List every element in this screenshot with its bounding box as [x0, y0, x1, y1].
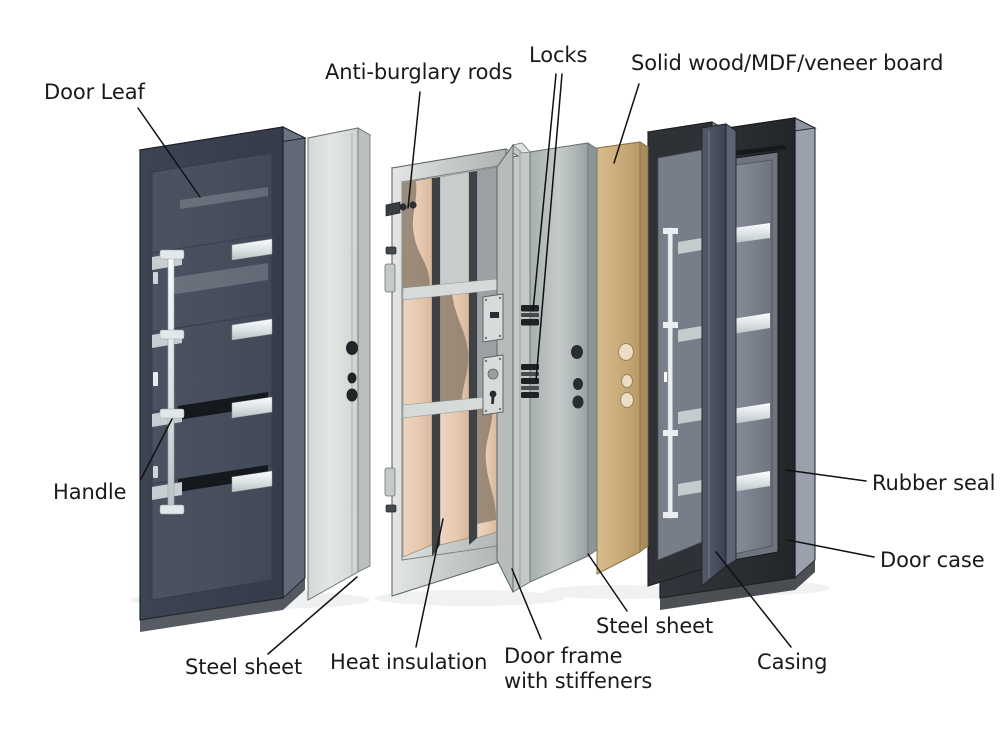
leader-door-frame: [511, 568, 542, 640]
label-door-case: Door case: [880, 548, 985, 572]
door-leaf-dark-inlays: [178, 392, 268, 492]
steel-sheet-left-bores: [346, 341, 358, 402]
steel-sheet-left-face: [307, 127, 359, 601]
frame-latch-stile: [496, 143, 514, 593]
veneer-right-edge: [639, 141, 649, 553]
leader-handle: [140, 418, 173, 480]
inner-leaf-inner-panel: [657, 149, 703, 561]
label-heat-insulation: Heat insulation: [330, 650, 488, 674]
label-solid-wood-mdf-veneer-board: Solid wood/MDF/veneer board: [631, 51, 944, 75]
door-leaf-side: [282, 126, 306, 600]
label-handle: Handle: [53, 480, 127, 504]
label-casing: Casing: [757, 650, 828, 674]
leader-heat-insulation: [415, 518, 444, 648]
casing-side: [725, 123, 737, 567]
handle-bar[interactable]: [159, 249, 185, 515]
label-door-frame-with-stiffeners: Door frame with stiffeners: [504, 644, 653, 693]
steel-sheet-mid-assembly[interactable]: [528, 142, 599, 583]
casing-assembly[interactable]: [700, 123, 738, 588]
steel-sheet-left-assembly[interactable]: [306, 127, 372, 601]
steel-sheet-mid-edge: [587, 142, 598, 557]
door-frame-stiffeners-assembly[interactable]: [384, 143, 520, 597]
door-leaf-edge-hardware: [153, 272, 158, 478]
stiffener-ribs: [402, 171, 498, 557]
lock-body-upper[interactable]: [482, 293, 504, 343]
door-leaf-assembly[interactable]: [138, 126, 307, 632]
leader-steel-sheet-left: [267, 576, 358, 655]
inner-leaf-handle: [663, 227, 678, 519]
label-rubber-seal: Rubber seal: [872, 471, 996, 495]
label-locks: Locks: [529, 43, 588, 67]
casing-face: [701, 123, 727, 588]
inner-leaf-strips: [678, 238, 702, 496]
leader-rubber-seal: [785, 469, 867, 482]
door-leaf-chrome-strips: [231, 238, 273, 493]
steel-sheet-mid-face: [529, 142, 589, 583]
leader-door-leaf: [137, 107, 201, 198]
steel-sheet-left-edge: [357, 127, 371, 573]
leader-anti-burglary: [407, 91, 421, 209]
door-leaf-sheen: [170, 187, 268, 295]
inner-leaf-assembly[interactable]: [646, 121, 728, 587]
steel-sheet-mid-bores: [571, 345, 584, 409]
veneer-bores: [618, 343, 634, 408]
leader-lines: [137, 73, 875, 655]
leader-steel-sheet-mid: [587, 553, 628, 612]
label-steel-sheet-mid: Steel sheet: [596, 614, 714, 638]
door-case-bottom: [660, 560, 815, 610]
lock-deadbolts-upper[interactable]: [521, 305, 539, 326]
label-anti-burglary-rods: Anti-burglary rods: [325, 60, 513, 84]
leader-locks-b: [535, 73, 563, 382]
door-leaf-bottom: [140, 578, 305, 632]
anti-burglary-rods[interactable]: [384, 201, 417, 513]
label-door-leaf: Door Leaf: [44, 80, 145, 104]
veneer-face: [596, 141, 641, 575]
veneer-board-assembly[interactable]: [595, 141, 650, 575]
leader-locks-a: [532, 73, 557, 312]
door-case-side: [794, 117, 816, 580]
insulation-wool-overlay: [403, 181, 496, 524]
leader-door-case: [787, 539, 875, 558]
leader-casing: [715, 551, 792, 648]
leader-solid-wood: [613, 83, 640, 164]
lock-deadbolts-lower[interactable]: [521, 364, 539, 398]
label-steel-sheet-left: Steel sheet: [185, 655, 303, 679]
lock-body-lower[interactable]: [482, 354, 504, 416]
latch-edge-top: [512, 142, 531, 154]
